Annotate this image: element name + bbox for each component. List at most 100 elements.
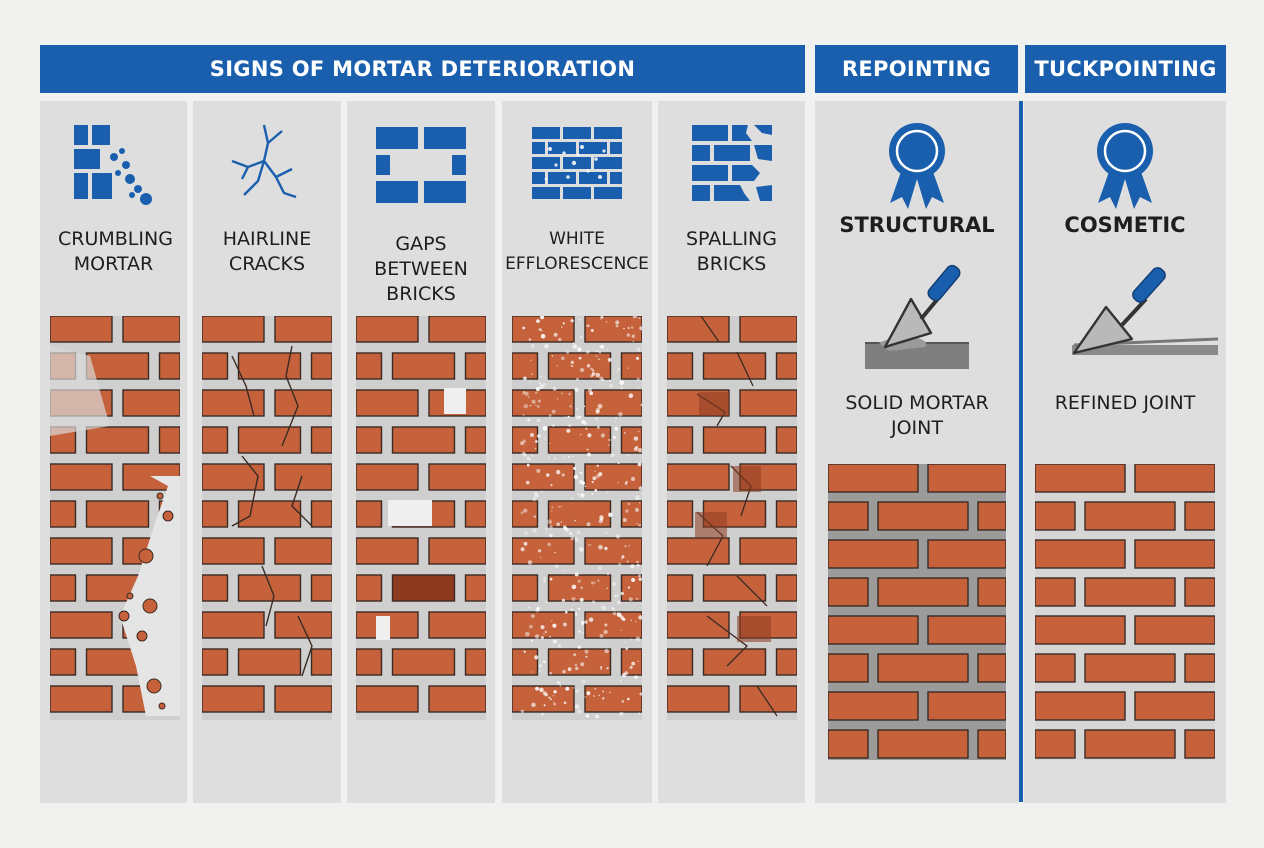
sign-efflorescence-column: WHITE EFFLORESCENCE: [502, 101, 652, 803]
gaps-wall: [356, 316, 486, 720]
brick: [702, 352, 767, 380]
repointing-type-label: STRUCTURAL: [839, 213, 995, 237]
brick: [667, 316, 730, 343]
spalling-wall: [667, 316, 797, 720]
brick: [85, 426, 150, 454]
brick: [428, 611, 486, 639]
tuckpointing-column: COSMETIC REFINED JOINT: [1024, 101, 1226, 803]
brick: [977, 501, 1006, 531]
brick: [356, 426, 383, 454]
brick: [927, 464, 1006, 493]
brick: [1184, 577, 1215, 607]
brick: [122, 316, 180, 343]
brick: [122, 389, 180, 417]
brick: [391, 352, 456, 380]
brick: [775, 352, 797, 380]
brick: [428, 537, 486, 565]
sign-efflorescence-label: WHITE EFFLORESCENCE: [505, 229, 649, 274]
repointing-caption: SOLID MORTAR JOINT: [845, 392, 989, 439]
brick: [977, 729, 1006, 759]
brick: [50, 463, 113, 491]
sign-crumbling-label: CRUMBLING MORTAR: [58, 228, 173, 275]
repointing-wall: [828, 464, 1006, 760]
brick: [547, 648, 612, 676]
brick: [237, 648, 302, 676]
brick: [828, 464, 919, 493]
tuckpointing-wall: [1035, 464, 1215, 760]
brick: [356, 648, 383, 676]
brick: [356, 500, 383, 528]
brick: [202, 611, 265, 639]
brick: [356, 537, 419, 565]
brick: [274, 611, 332, 639]
crumbling-damage: [50, 346, 180, 716]
brick: [828, 577, 869, 607]
sign-gaps-label: GAPS BETWEEN BRICKS: [374, 233, 468, 305]
brick: [237, 352, 302, 380]
brick: [739, 316, 797, 343]
brick: [927, 615, 1006, 645]
brick: [158, 352, 180, 380]
brick: [356, 685, 419, 713]
sign-crumbling-column: CRUMBLING MORTAR: [40, 101, 187, 803]
repointing-header: REPOINTING: [815, 45, 1018, 93]
brick: [702, 426, 767, 454]
brick: [158, 426, 180, 454]
brick: [1084, 577, 1176, 607]
brick: [85, 500, 150, 528]
brick: [512, 463, 575, 491]
brick: [1035, 577, 1076, 607]
brick: [428, 463, 486, 491]
brick: [310, 352, 332, 380]
sign-spalling-label: SPALLING BRICKS: [685, 228, 777, 275]
repointing-column: STRUCTURAL SOLID MORTAR JOINT: [815, 101, 1019, 803]
brick: [667, 426, 694, 454]
brick: [391, 648, 456, 676]
brick: [877, 501, 969, 531]
crack-icon: [231, 124, 297, 199]
brick: [512, 352, 539, 380]
brick: [202, 574, 229, 602]
brick: [828, 539, 919, 569]
gap-bricks-icon: [376, 127, 466, 203]
ribbon-award-icon: [1097, 123, 1153, 209]
tuckpointing-type-label: COSMETIC: [1064, 213, 1186, 237]
brick: [202, 426, 229, 454]
hairline-wall: [202, 316, 332, 720]
brick: [702, 574, 767, 602]
brick: [1035, 539, 1126, 569]
brick: [237, 574, 302, 602]
spalling-damage: [695, 316, 778, 717]
brick: [310, 574, 332, 602]
brick: [877, 577, 969, 607]
tuckpointing-caption: REFINED JOINT: [1054, 392, 1196, 414]
brick: [202, 463, 265, 491]
brick: [775, 426, 797, 454]
brick: [356, 389, 419, 417]
brick: [584, 389, 642, 417]
brick: [512, 426, 539, 454]
brick: [620, 648, 642, 676]
brick: [1035, 653, 1076, 683]
brick: [739, 389, 797, 417]
brick: [464, 574, 486, 602]
brick: [512, 574, 539, 602]
brick: [828, 691, 919, 721]
brick: [310, 648, 332, 676]
brick: [50, 316, 113, 343]
brick: [877, 653, 969, 683]
brick: [356, 574, 383, 602]
brick: [547, 574, 612, 602]
brick: [512, 648, 539, 676]
brick: [356, 352, 383, 380]
brick: [50, 648, 77, 676]
brick: [428, 316, 486, 343]
brick: [1134, 464, 1215, 493]
brick: [739, 685, 797, 713]
ribbon-award-icon: [889, 123, 945, 209]
crumbling-wall: [50, 316, 180, 720]
brick: [50, 685, 113, 713]
brick: [828, 653, 869, 683]
brick: [667, 648, 694, 676]
brick: [667, 500, 694, 528]
